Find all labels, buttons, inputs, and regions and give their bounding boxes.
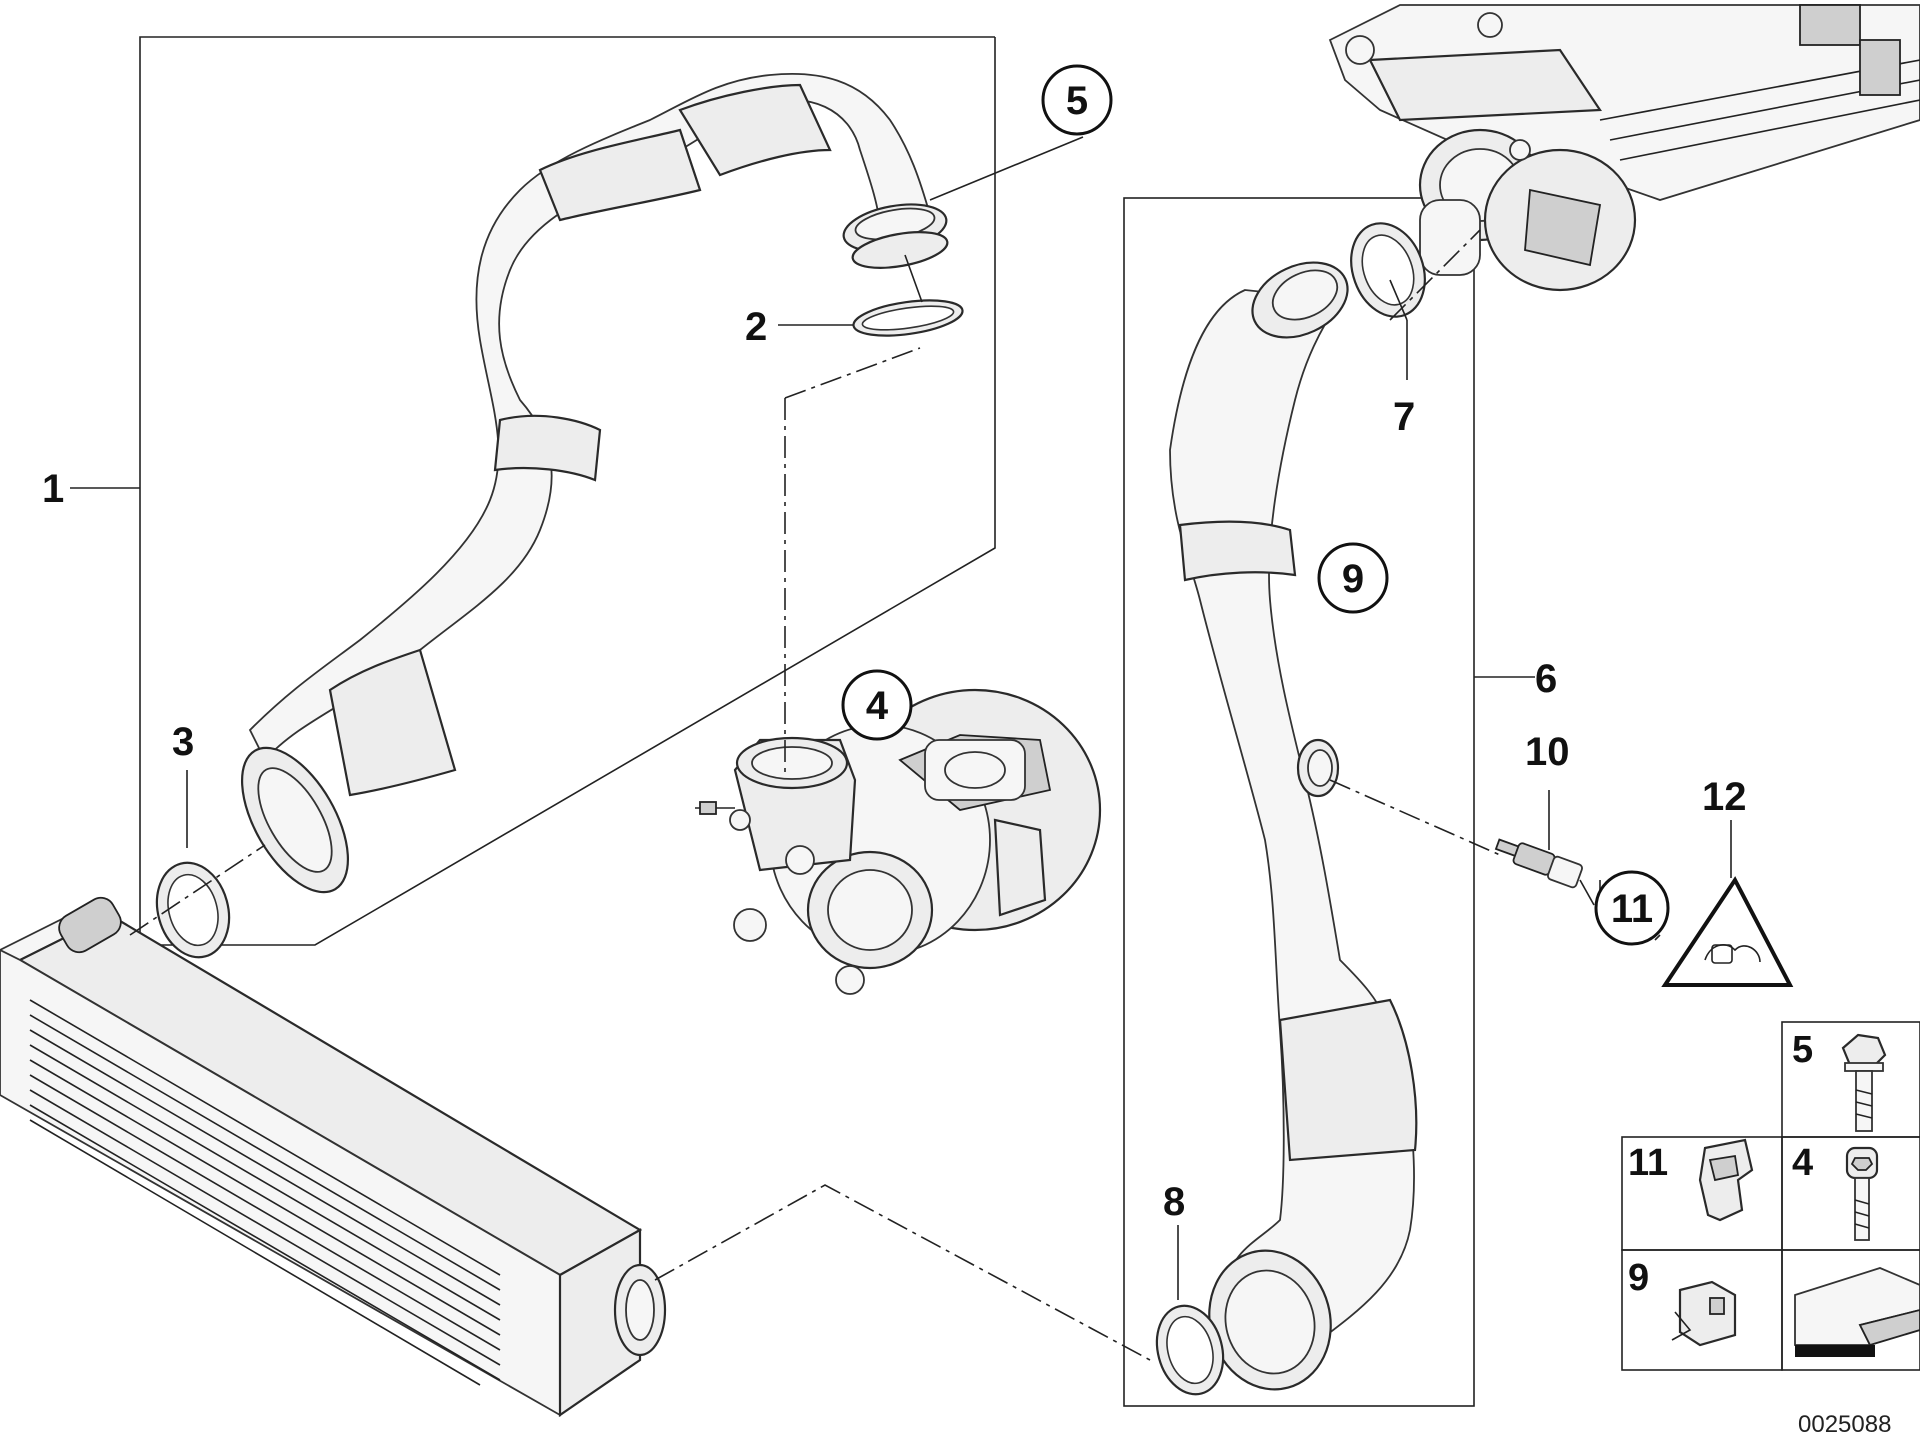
o-ring-2: [778, 254, 964, 337]
callout-4-circle: [841, 669, 913, 741]
legend-label-4: 4: [1792, 1142, 1813, 1184]
callout-12: 12: [1702, 775, 1747, 819]
group-6-frame: [1123, 197, 1535, 1407]
seal-ring-7: [1350, 222, 1426, 380]
diagram-part-number: 0025088: [1798, 1411, 1891, 1438]
callout-5: 5: [1066, 79, 1088, 123]
warning-sticker-12: [1661, 820, 1794, 987]
hex-bolt-icon: [1841, 1033, 1887, 1132]
callout-7: 7: [1393, 395, 1415, 439]
temperature-sensor-10: [1494, 790, 1583, 889]
callout-8: 8: [1163, 1180, 1185, 1224]
callout-9: 9: [1342, 557, 1364, 601]
callout-2: 2: [745, 305, 767, 349]
callout-11-circle: [1594, 870, 1670, 946]
charge-air-hose-upper: [240, 72, 949, 894]
charge-air-hose-lower: [1169, 261, 1418, 1391]
seal-ring-3: [155, 770, 231, 959]
callout-6: 6: [1535, 657, 1557, 701]
seal-ring-8: [1155, 1225, 1225, 1396]
callout-1: 1: [42, 467, 64, 511]
callout-10: 10: [1525, 730, 1570, 774]
callouts: 1 2 3 4 5 6 7 8 9 10 11 12: [42, 64, 1747, 1224]
callout-3: 3: [172, 720, 194, 764]
clip-nut-icon: [1671, 1280, 1737, 1347]
fastener-legend: 5 11 4 9: [1621, 1021, 1920, 1371]
assembly-lines: [129, 229, 1601, 1361]
leader-lines: [929, 136, 1661, 941]
callout-11: 11: [1611, 887, 1653, 931]
arrow-icon: [1794, 1267, 1920, 1357]
legend-label-5: 5: [1792, 1029, 1813, 1071]
callout-5-circle: [1041, 64, 1113, 136]
callout-4: 4: [866, 684, 889, 728]
group-1-frame: [70, 36, 996, 946]
intercooler: [0, 896, 667, 1418]
legend-label-9: 9: [1628, 1257, 1649, 1299]
intake-manifold: [1328, 4, 1920, 292]
socket-screw-icon: [1845, 1146, 1879, 1241]
callout-9-circle: [1317, 542, 1389, 614]
turbocharger-4: [695, 688, 1102, 995]
legend-label-11: 11: [1628, 1142, 1668, 1184]
clip-icon: [1698, 1138, 1754, 1222]
